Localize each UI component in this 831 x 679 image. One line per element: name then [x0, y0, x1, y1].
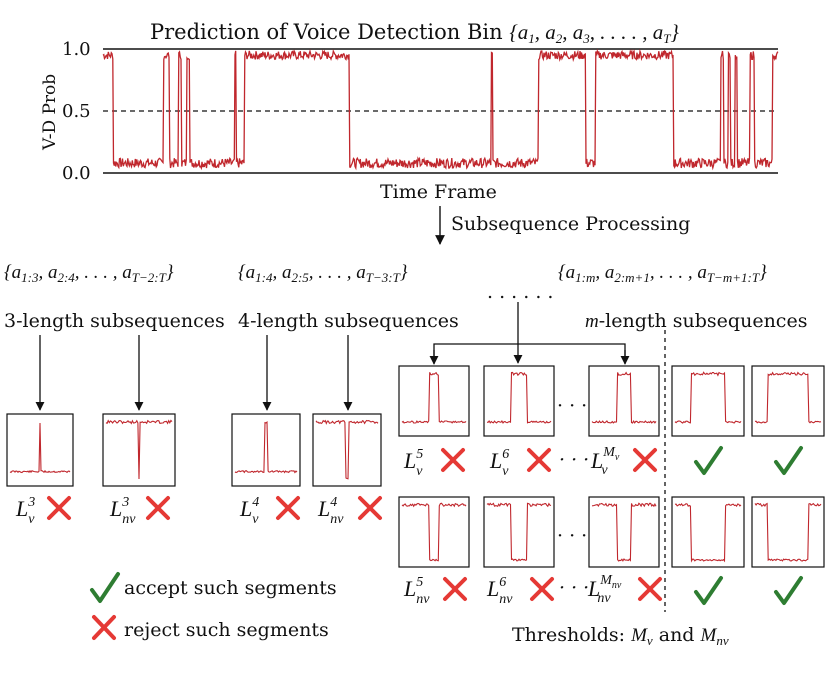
step-label: Subsequence Processing [451, 213, 690, 235]
main-chart: Prediction of Voice Detection Bin {a1, a… [40, 20, 779, 203]
check-icon-nv2 [774, 576, 803, 605]
arrows [35, 302, 630, 411]
box-lmv [588, 365, 660, 437]
x-axis-label: Time Frame [380, 181, 497, 203]
flow-step: Subsequence Processing [435, 206, 690, 245]
box-lmnv-signal [591, 502, 657, 562]
box-l6v-signal [486, 371, 552, 424]
cross-icon-l4v [276, 496, 300, 520]
box-ellipsis-top: · · · [557, 395, 587, 417]
box-l4nv [312, 413, 382, 487]
box-l3nv-signal [105, 419, 173, 480]
box-l6nv-signal [486, 502, 552, 562]
dots-nv: · · · [559, 577, 589, 599]
cross-icon-l4nv [358, 496, 382, 520]
check-icon [90, 572, 120, 603]
y-axis-label: V-D Prob [40, 74, 60, 151]
cross-icon-lmv [633, 448, 657, 472]
box-l5nv-signal [401, 502, 467, 562]
box-l6nv [483, 496, 555, 568]
ytick-05: 0.5 [62, 101, 91, 122]
box-l6v [483, 365, 555, 437]
cross-icon-l6v [527, 448, 551, 472]
sub-m-label: m-length subsequences [585, 310, 807, 332]
chart-title: Prediction of Voice Detection Bin {a1, a… [150, 20, 679, 46]
box-accept-v1-signal [674, 371, 742, 424]
box-l4nv-signal [315, 419, 379, 480]
cross-icon-l5nv [443, 577, 467, 601]
ytick-0: 0.0 [62, 163, 91, 184]
box-ellipsis-bottom: · · · [557, 525, 587, 547]
set-4: {a1:4, a2:5, . . . , aT−3:T} [238, 262, 408, 285]
legend-reject: reject such segments [124, 619, 329, 641]
cross-icon-lmnv [638, 577, 662, 601]
legend: accept such segments reject such segment… [90, 572, 337, 641]
box-accept-v1 [671, 365, 745, 437]
check-icon-nv1 [694, 576, 723, 605]
ellipsis: . . . . . . [487, 281, 553, 303]
box-accept-nv2 [751, 496, 825, 568]
box-l4v [231, 413, 301, 487]
box-l5v [398, 365, 470, 437]
ytick-1: 1.0 [62, 39, 91, 60]
series-voice-prob [102, 48, 779, 171]
sub-4-label: 4-length subsequences [238, 310, 459, 332]
box-accept-nv2-signal [754, 502, 822, 562]
subsequence-boxes [6, 365, 825, 568]
box-accept-v2 [751, 365, 825, 437]
legend-accept: accept such segments [124, 577, 337, 599]
cross-icon-l6nv [530, 577, 554, 601]
cross-icon-l3nv [146, 496, 170, 520]
box-l5nv [398, 496, 470, 568]
accept-reject-marks [47, 446, 803, 605]
sub-3-label: 3-length subsequences [4, 310, 225, 332]
thresholds-label: Thresholds: Mv and Mnv [512, 624, 729, 648]
box-lmv-signal [591, 371, 657, 424]
cross-icon-l5v [441, 448, 465, 472]
box-l5v-signal [401, 371, 467, 424]
check-icon-v2 [774, 446, 803, 475]
cross-icon [92, 615, 116, 640]
signal-line [102, 48, 779, 171]
box-l3v-signal [9, 422, 71, 474]
set-m: {a1:m, a2:m+1, . . . , aT−m+1:T} [558, 262, 767, 285]
box-accept-v2-signal [754, 371, 822, 424]
set-3: {a1:3, a2:4, . . . , aT−2:T} [4, 262, 174, 285]
cross-icon-l3v [47, 496, 71, 520]
dots-v: · · · [559, 449, 589, 471]
box-l4v-signal [234, 420, 298, 474]
box-accept-nv1-signal [674, 502, 742, 563]
box-lmnv [588, 496, 660, 568]
check-icon-v1 [694, 446, 723, 475]
box-accept-nv1 [671, 496, 745, 568]
